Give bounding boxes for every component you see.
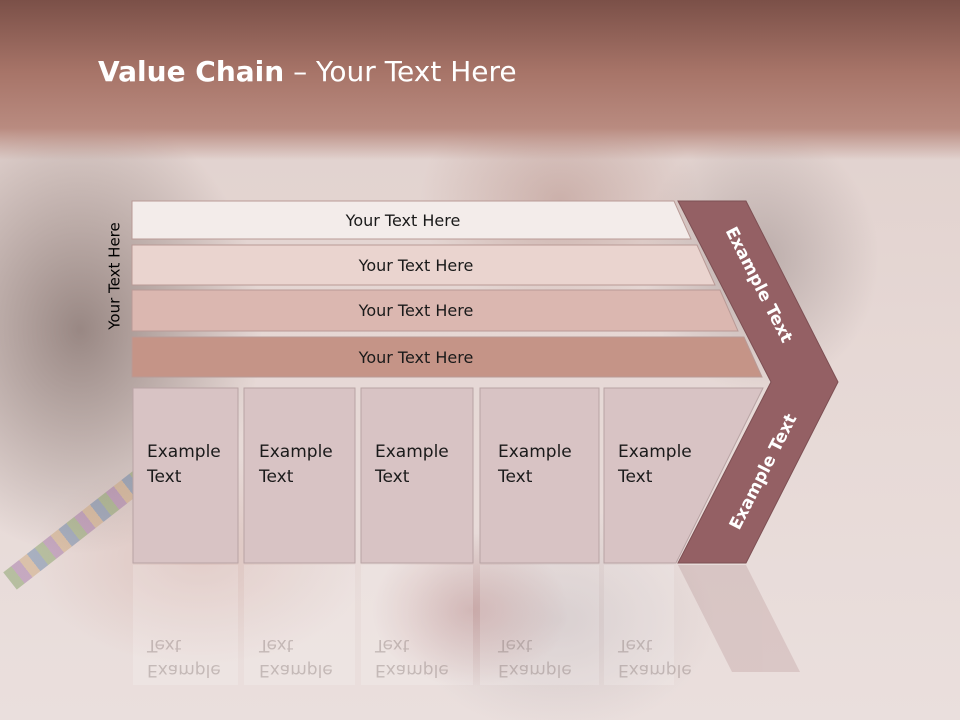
- support-bar-4: [131, 336, 763, 378]
- support-bar-3-label: Your Text Here: [358, 300, 474, 320]
- title-bold: Value Chain: [98, 55, 285, 88]
- primary-box-5: [603, 387, 764, 564]
- support-bar-1: [131, 200, 692, 240]
- primary-box-3-label: Example Text: [375, 440, 449, 490]
- page-title: Value Chain – Your Text Here: [98, 55, 517, 88]
- primary-box-3-line1: Example: [375, 442, 449, 462]
- primary-box-4-line1: Example: [498, 442, 572, 462]
- support-bar-1-label: Your Text Here: [345, 210, 461, 230]
- primary-box-4-label: Example Text: [498, 440, 572, 490]
- primary-box-1-line2: Text: [147, 467, 182, 487]
- primary-box-1: [132, 387, 239, 564]
- support-bar-4-label: Your Text Here: [358, 347, 474, 367]
- primary-box-5-line2: Text: [618, 467, 653, 487]
- primary-box-3: [360, 387, 474, 564]
- primary-box-5-label: Example Text: [618, 440, 692, 490]
- support-bar-3: [131, 289, 739, 332]
- primary-box-4-line2: Text: [498, 467, 533, 487]
- primary-box-1-line1: Example: [147, 442, 221, 462]
- primary-box-2-line1: Example: [259, 442, 333, 462]
- primary-box-5-line1: Example: [618, 442, 692, 462]
- primary-box-2: [243, 387, 356, 564]
- title-band: [0, 0, 960, 160]
- primary-box-2-line2: Text: [259, 467, 294, 487]
- primary-box-4: [479, 387, 600, 564]
- primary-box-3-line2: Text: [375, 467, 410, 487]
- margin-chevron: [677, 200, 839, 564]
- support-bar-2-label: Your Text Here: [358, 255, 474, 275]
- support-bar-2: [131, 244, 716, 286]
- title-rest: – Your Text Here: [284, 55, 517, 88]
- primary-box-1-label: Example Text: [147, 440, 221, 490]
- diagram-reflection: [133, 565, 800, 685]
- primary-box-2-label: Example Text: [259, 440, 333, 490]
